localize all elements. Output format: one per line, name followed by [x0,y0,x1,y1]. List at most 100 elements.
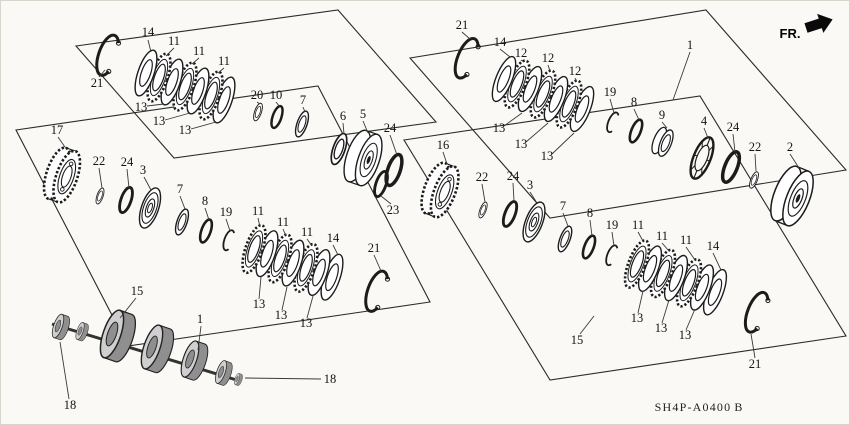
leader-line [547,64,551,72]
retainer-ring-19 [603,110,621,134]
snap-ring-21 [739,287,774,337]
part-number-label: 19 [606,218,619,232]
part-number-label: 19 [220,205,233,219]
part-number-label: 11 [632,218,644,232]
part-number-label: 1 [687,38,693,52]
leader-line [637,290,644,314]
part-number-label: 13 [679,328,692,342]
retainer-ring-19 [602,242,619,267]
part-number-label: 13 [541,149,554,163]
part-number-label: 21 [456,18,469,32]
leader-line [750,333,756,359]
part-number-label: 22 [749,140,762,154]
spring-retainer-4 [684,133,720,183]
leader-line [217,67,225,74]
part-number-label: 13 [493,121,506,135]
leader-line [257,217,261,228]
fr-label: FR. [780,26,801,41]
leader-line [637,231,644,242]
box-top-right [408,9,848,219]
leader-line [481,183,486,203]
leader-line [442,151,448,165]
part-number-label: 11 [656,229,668,243]
leader-line [732,133,736,153]
part-number-label: 11 [168,34,180,48]
o-ring-22 [93,186,107,206]
leader-line [164,112,191,121]
mainshaft-assembly [49,306,244,388]
leader-line [754,153,757,172]
leader-line [685,246,696,261]
part-number-label: 11 [218,54,230,68]
leader-line [256,101,261,105]
part-number-label: 8 [202,194,208,208]
leader-line [579,315,595,335]
leader-line [190,121,217,130]
part-number-label: 13 [515,137,528,151]
seal-ring-24 [381,150,407,190]
part-number-label: 1 [197,312,203,326]
part-number-label: 24 [507,169,520,183]
leader-line [703,127,709,139]
clutch-assembly-left [37,143,393,316]
clutch-drum-2 [763,161,821,231]
leader-line [661,299,670,324]
part-number-label: 14 [327,231,340,245]
fr-direction: FR. [780,13,833,41]
part-number-label: 18 [324,372,337,386]
leader-line [281,286,288,311]
leader-line [126,168,130,189]
o-ring-10 [267,103,287,131]
diagram-code-group: SH4P-A0400 B [655,400,743,414]
leader-line [520,59,525,63]
part-number-label: 20 [251,88,264,102]
leader-line [373,254,382,272]
leader-line [143,176,152,191]
box-right [403,95,847,381]
part-number-label: 22 [93,154,106,168]
leader-line [119,297,137,319]
diagram-code: SH4P-A0400 [655,400,732,414]
leader-line [57,136,68,151]
part-number-label: 6 [340,109,346,123]
part-number-label: 3 [140,163,146,177]
leader-line [98,69,106,78]
leader-line [380,195,392,205]
clutch-drum-assembled [94,306,141,366]
leader-line [661,242,670,252]
part-number-label: 15 [131,284,144,298]
part-number-label: 17 [51,123,64,137]
leader-line [589,219,593,237]
part-number-label: 9 [659,108,665,122]
clutch-drum-assembled [136,321,179,376]
spring-retainer-7 [554,223,576,255]
part-number-label: 24 [384,121,397,135]
part-number-label: 12 [569,64,582,78]
part-number-label: 21 [749,357,762,371]
bearing-18 [49,312,73,342]
leader-line [362,120,369,134]
leader-line [525,122,549,143]
diagram-code-suffix: B [734,400,743,414]
leader-line [275,101,281,108]
leader-line [685,308,696,331]
leader-line [461,31,471,40]
part-number-label: 16 [437,138,450,152]
leader-line [789,153,800,169]
part-number-label: 11 [301,225,313,239]
clutch-piston-3 [517,198,551,246]
part-number-label: 22 [476,170,489,184]
clutch-guide-16 [414,157,466,223]
spring-retainer-7 [172,206,192,238]
leader-line [712,252,722,271]
clutch-piston-3 [134,184,166,232]
spacer [73,321,91,343]
part-number-label: 13 [153,114,166,128]
retainer-ring-19 [220,227,236,252]
washer-20 [251,101,265,123]
end-gear [212,358,235,388]
part-number-label: 15 [571,333,584,347]
leader-line [204,207,210,221]
leader-line [179,195,186,210]
